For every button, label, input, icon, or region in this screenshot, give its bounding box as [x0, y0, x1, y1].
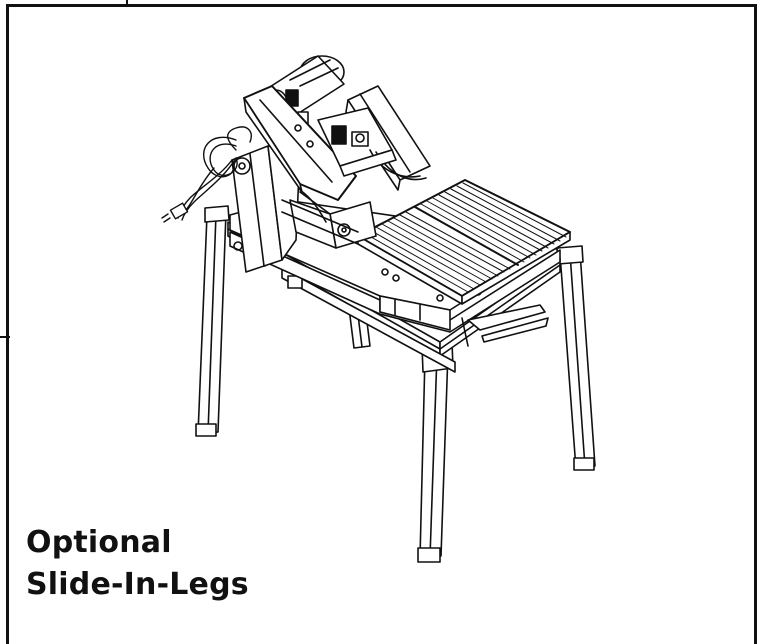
power-cord-icon: [161, 126, 252, 223]
blade-head: [317, 107, 427, 181]
leg-rear-right: [556, 245, 596, 471]
figure-caption: Optional Slide-In-Legs: [26, 522, 249, 606]
leg-rear-left: [195, 205, 230, 437]
caption-line-2: Slide-In-Legs: [26, 567, 249, 602]
tray-handle-icon: [461, 304, 549, 347]
top-margin-tick: [126, 0, 128, 6]
leg-front: [417, 341, 454, 563]
sliding-table: [357, 179, 571, 305]
page-border: [6, 4, 757, 644]
caption-line-1: Optional: [26, 525, 172, 560]
structure-details: [281, 189, 359, 245]
tile-saw-on-stand-icon: [161, 55, 596, 563]
margin-tick: [0, 336, 10, 338]
saw-arm: [243, 85, 357, 201]
